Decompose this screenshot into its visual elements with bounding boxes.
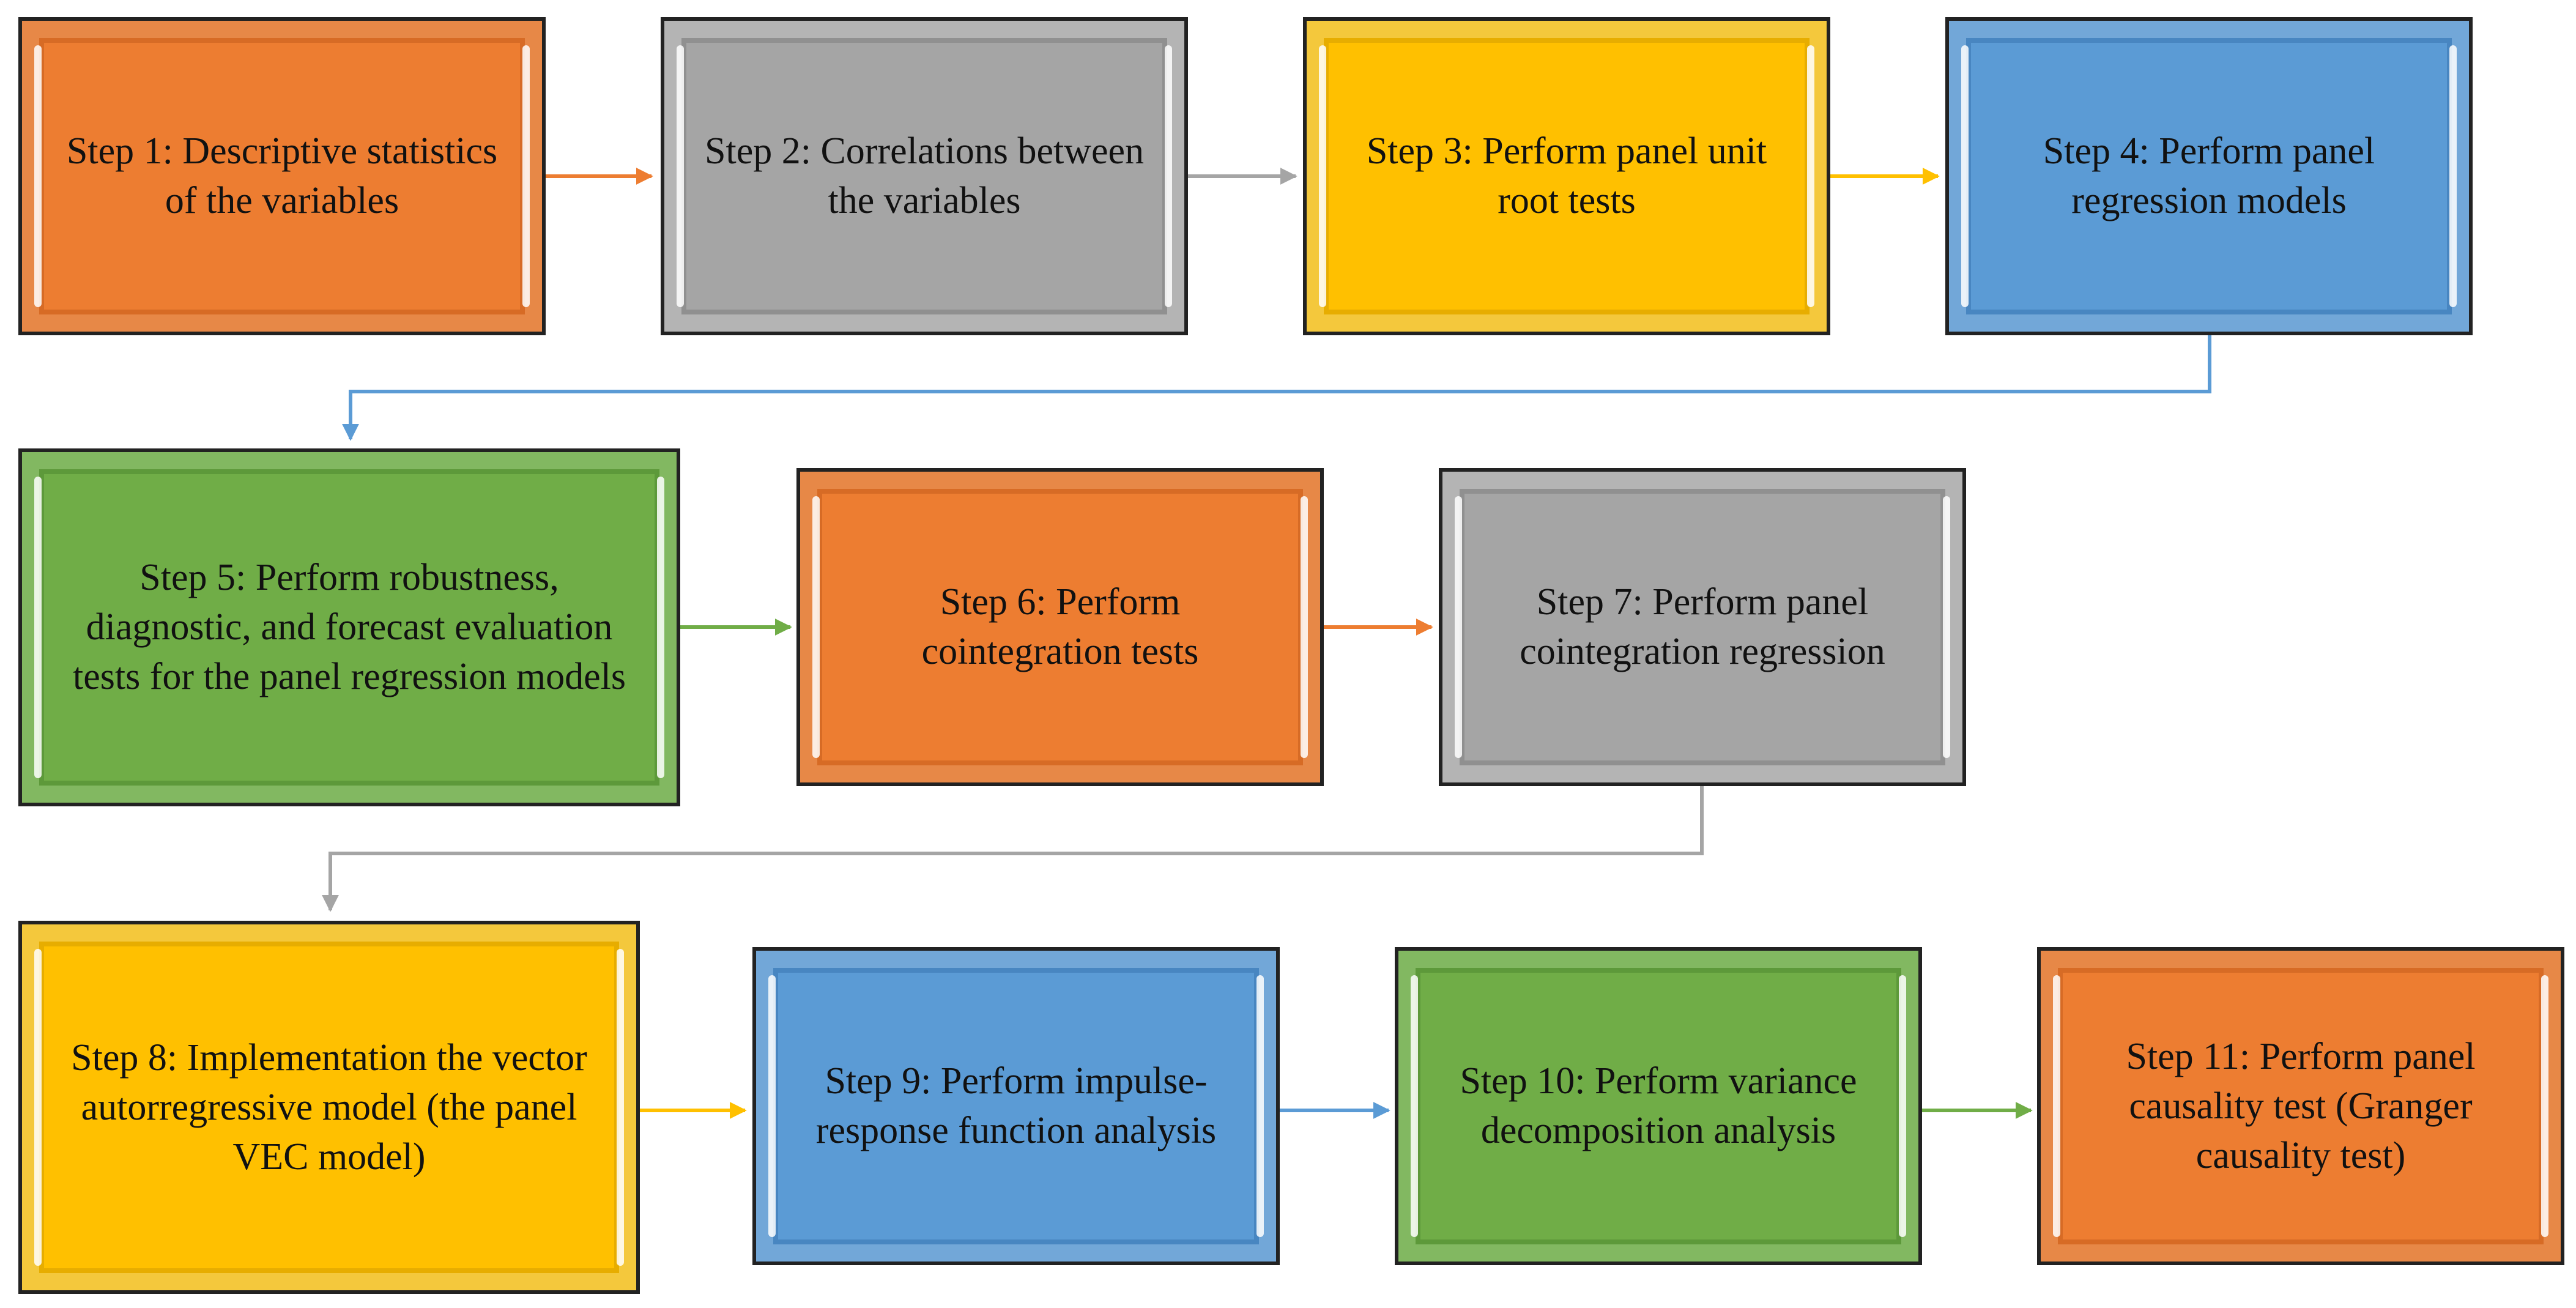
step-5-label: Step 5: Perform robustness, diagnostic, … — [73, 557, 626, 697]
step-3-box: Step 3: Perform panel unit root tests — [1303, 17, 1830, 335]
step-1-label: Step 1: Descriptive statistics of the va… — [66, 130, 498, 221]
step-7-label: Step 7: Perform panel cointegration regr… — [1520, 581, 1885, 672]
arrow-s7-s8 — [322, 786, 1704, 912]
step-3-label: Step 3: Perform panel unit root tests — [1366, 130, 1767, 221]
step-11-box: Step 11: Perform panel causality test (G… — [2037, 947, 2564, 1265]
step-6-box: Step 6: Perform cointegration tests — [796, 468, 1324, 786]
step-9-box: Step 9: Perform impulse-response functio… — [752, 947, 1280, 1265]
step-2-label: Step 2: Correlations between the variabl… — [705, 130, 1144, 221]
step-4-box: Step 4: Perform panel regression models — [1945, 17, 2473, 335]
step-10-box: Step 10: Perform variance decomposition … — [1395, 947, 1922, 1265]
step-1-box: Step 1: Descriptive statistics of the va… — [18, 17, 546, 335]
arrow-s4-s5 — [342, 335, 2211, 441]
step-2-box: Step 2: Correlations between the variabl… — [661, 17, 1188, 335]
step-8-box: Step 8: Implementation the vector autorr… — [18, 921, 640, 1294]
step-4-label: Step 4: Perform panel regression models — [2043, 130, 2375, 221]
step-8-label: Step 8: Implementation the vector autorr… — [71, 1036, 587, 1178]
step-10-label: Step 10: Perform variance decomposition … — [1460, 1060, 1857, 1151]
step-6-label: Step 6: Perform cointegration tests — [921, 581, 1199, 672]
step-7-box: Step 7: Perform panel cointegration regr… — [1439, 468, 1966, 786]
step-5-box: Step 5: Perform robustness, diagnostic, … — [18, 448, 680, 806]
step-9-label: Step 9: Perform impulse-response functio… — [815, 1060, 1217, 1151]
step-11-label: Step 11: Perform panel causality test (G… — [2126, 1035, 2476, 1176]
